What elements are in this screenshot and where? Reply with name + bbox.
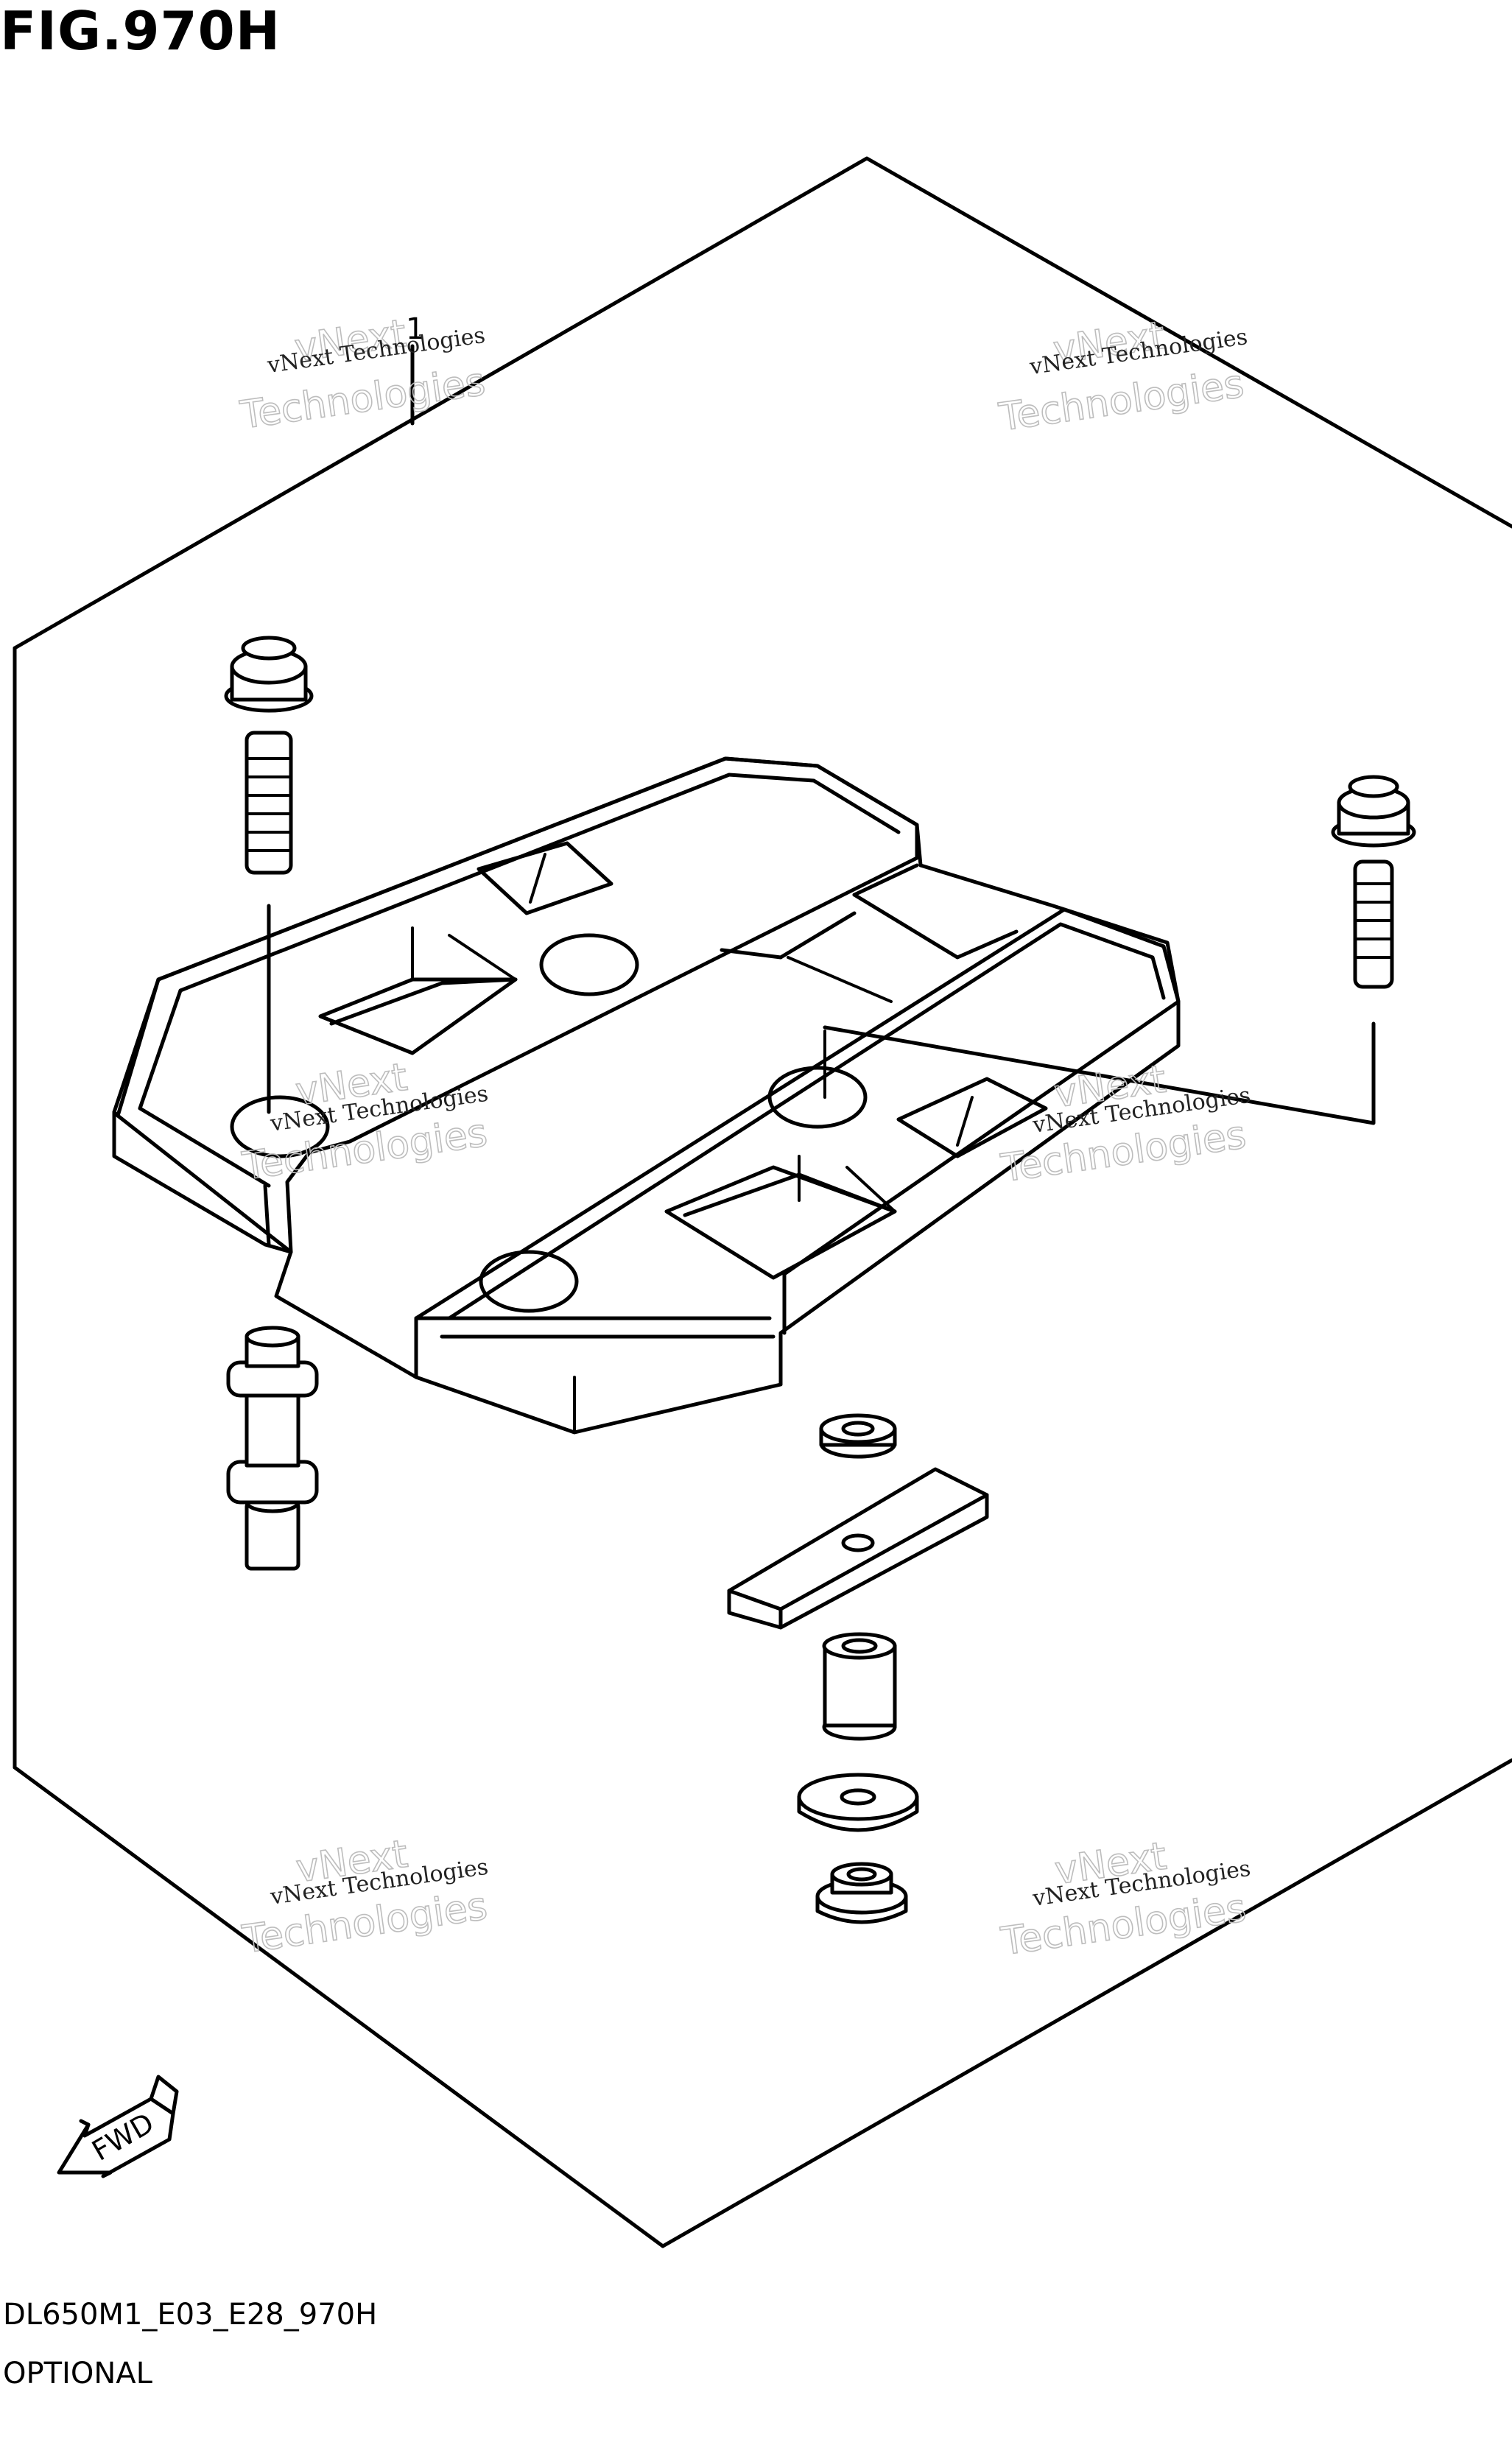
carrier-plate — [112, 756, 1181, 1435]
assembly-boundary-bottom — [13, 1765, 665, 2248]
flange-bolt-right — [1331, 775, 1416, 989]
part-callout-1: 1 — [406, 312, 424, 346]
watermark-1: Technologies vNext vNext Technologies — [237, 311, 489, 438]
assembly-boundary — [13, 156, 1512, 650]
watermark-5: Technologies vNext vNext Technologies — [239, 1832, 490, 1963]
flange-nut — [815, 1862, 908, 1924]
strip-plate — [727, 1467, 989, 1630]
washer — [819, 1413, 897, 1459]
assembly-boundary-bottom-right — [661, 1758, 1512, 2248]
forward-direction-arrow: FWD — [57, 2075, 179, 2178]
cylindrical-spacer — [822, 1632, 897, 1741]
watermark-2: Technologies vNext vNext Technologies — [996, 313, 1249, 440]
diagram-code: DL650M1_E03_E28_970H — [3, 2298, 378, 2332]
diagram-caption: OPTIONAL — [3, 2357, 152, 2391]
callout-leader-right-bolt — [823, 1021, 1376, 1125]
rubber-cushion — [797, 1773, 919, 1832]
stepped-collar — [226, 1326, 319, 1571]
watermark-6: Technologies vNext vNext Technologies — [998, 1834, 1253, 1965]
flange-bolt-left — [224, 636, 314, 875]
figure-title: FIG.970H — [0, 0, 281, 62]
